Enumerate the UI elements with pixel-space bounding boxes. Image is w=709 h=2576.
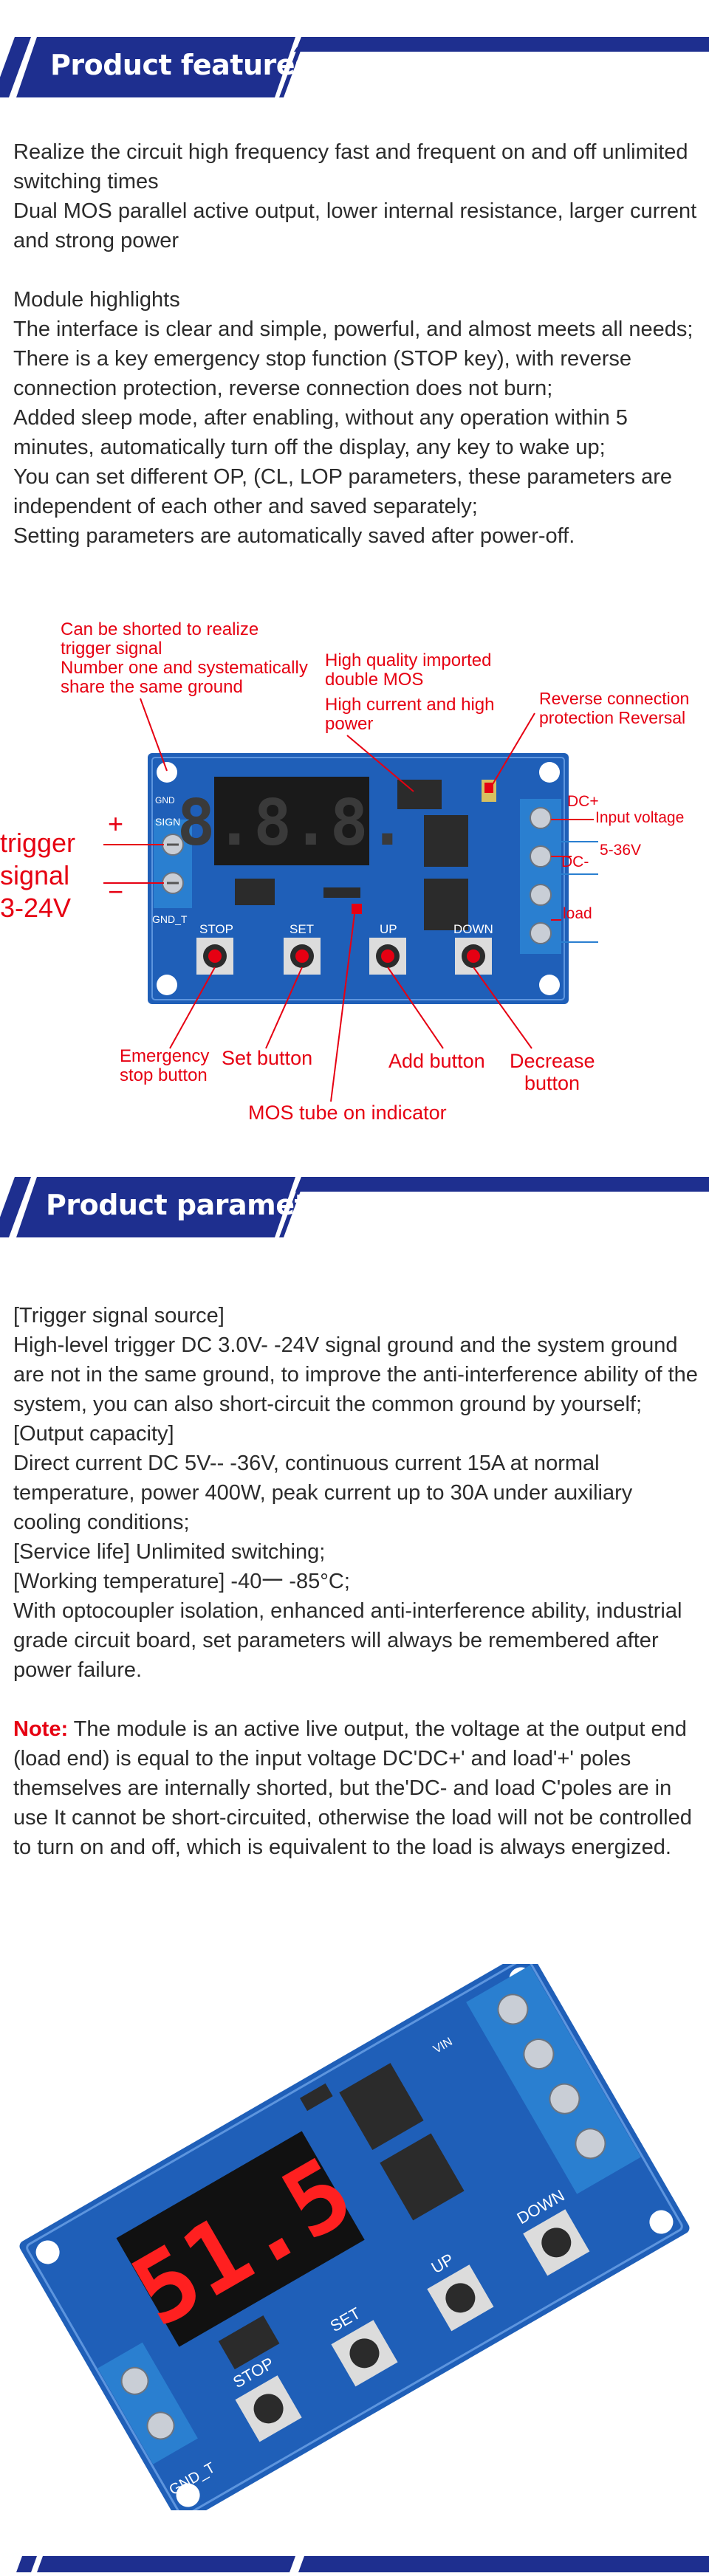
callout-decrease: Decrease [510,1050,595,1072]
callout-emergency: stop button [120,1065,208,1085]
board-label-gnd-t: GND_T [152,913,188,925]
down-button-graphic [455,938,492,975]
next-section-header [0,2553,709,2572]
parameter-line: [Service life] Unlimited switching; [13,1540,326,1564]
optocoupler [218,2315,280,2370]
callout-dc-plus: DC+ [567,793,599,810]
board-label-up: UP [380,922,397,936]
header-banner [0,37,709,97]
callout-minus: − [108,876,123,907]
board-label-stop: STOP [199,922,233,936]
mounting-hole [157,975,177,995]
mosfet [424,879,468,930]
board-label-set: SET [290,922,314,936]
callout-emergency: Emergency [120,1046,209,1066]
parameter-header: Product parameter [0,1172,709,1246]
parameter-line: [Output capacity] [13,1422,174,1446]
callout-shorted: Can be shorted to realize [61,619,258,639]
annotated-board-diagram: 8.8.8. STOP SET UP DOWN GND_T SIGN GND [0,605,709,1137]
callout-mos: power [325,714,373,734]
highlights-heading: Module highlights [13,288,180,312]
callout-shorted: Number one and systematically [61,658,308,678]
parameter-line: [Working temperature] -40一 -85°C; [13,1570,350,1593]
product-photo-svg: 51.5 STOP SET UP DOWN GND_T VIN [19,1951,690,2524]
display-digits: 8.8.8. [177,786,407,860]
callout-plus: + [108,808,123,839]
mosfet [339,2063,424,2151]
board-label-down: DOWN [453,922,493,936]
voltage-lines [551,841,598,943]
callout-mos: High current and high [325,695,494,715]
callout-input-voltage: Input voltage [595,809,684,826]
mounting-hole [157,762,177,783]
callout-mos: double MOS [325,670,423,690]
up-button-graphic [369,938,406,975]
parameter-line: [Trigger signal source] [13,1304,225,1328]
callout-set-button: Set button [222,1047,312,1069]
callout-add-button: Add button [388,1050,485,1072]
callout-reverse: protection Reversal [539,708,685,727]
mosfet [380,2133,465,2221]
callout-mos: High quality imported [325,650,491,670]
callout-decrease: button [524,1072,580,1094]
feature-line: Realize the circuit high frequency fast … [13,140,688,193]
mos-indicator-led [352,904,362,914]
callout-trigger: trigger [0,828,75,858]
highlight-item: The interface is clear and simple, power… [13,317,693,341]
header-banner [0,1177,709,1237]
highlight-item: Added sleep mode, after enabling, withou… [13,406,628,459]
parameter-line: With optocoupler isolation, enhanced ant… [13,1599,682,1682]
highlight-item: Setting parameters are automatically sav… [13,524,575,548]
callout-reverse: Reverse connection [539,689,689,708]
feature-line: Dual MOS parallel active output, lower i… [13,199,697,253]
highlight-item: There is a key emergency stop function (… [13,347,632,400]
board-label-sign: SIGN [155,816,180,828]
callout-dc-minus: DC- [561,853,589,870]
leader-lines [103,698,594,1102]
seven-segment-display [214,777,369,865]
set-button-graphic [284,938,321,975]
photo-buttons [235,2209,590,2442]
features-header: Product features [0,32,709,106]
callout-shorted: trigger signal [61,639,162,659]
mounting-hole [539,762,560,783]
parameter-line: High-level trigger DC 3.0V- -24V signal … [13,1333,698,1416]
optocoupler [235,879,275,905]
header-banner [16,2556,709,2572]
board-diagram-svg: 8.8.8. STOP SET UP DOWN GND_T SIGN GND [0,619,689,1124]
section-title: Product features [50,49,312,81]
highlight-item: You can set different OP, (CL, LOP param… [13,465,672,518]
note-paragraph: Note: The module is an active live outpu… [13,1714,700,1862]
callout-trigger: signal [0,860,69,890]
trigger-terminal-block [97,2342,198,2465]
parameter-text: [Trigger signal source] High-level trigg… [13,1301,700,1862]
callout-trigger: 3-24V [0,893,71,923]
callout-shorted: share the same ground [61,677,243,697]
note-text: The module is an active live output, the… [13,1717,692,1859]
section-title: Product parameter [46,1189,340,1221]
features-text: Realize the circuit high frequency fast … [13,137,700,551]
note-label: Note: [13,1717,69,1741]
callout-load: load [563,905,592,922]
mounting-hole [539,975,560,995]
seven-segment-display [116,2131,365,2347]
callout-voltage-range: 5-36V [600,842,641,859]
reverse-protection-diode [484,783,493,793]
callout-mos-indicator: MOS tube on indicator [248,1102,447,1124]
mosfet [424,815,468,867]
parameter-line: Direct current DC 5V-- -36V, continuous … [13,1452,633,1534]
stop-button-graphic [196,938,233,975]
product-photo: 51.5 STOP SET UP DOWN GND_T VIN [0,1951,709,2524]
board-label-gnd: GND [155,795,175,806]
